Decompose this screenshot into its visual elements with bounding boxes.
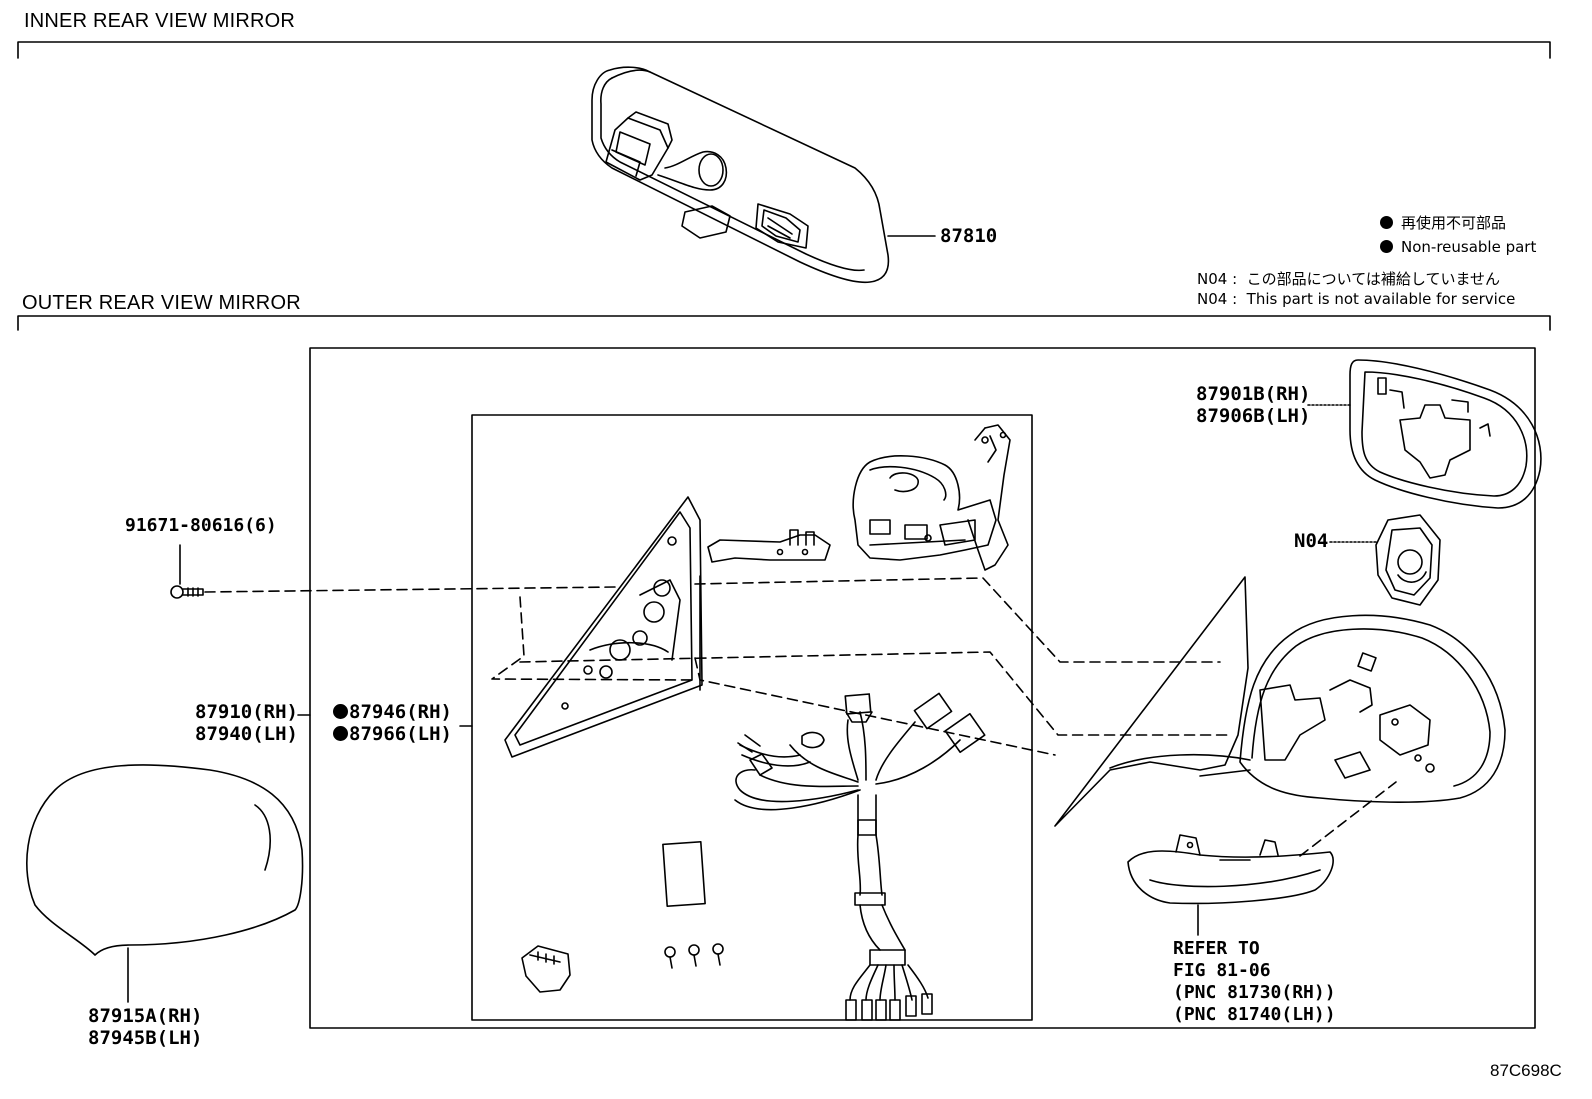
clip-connector-drawing: [521, 945, 571, 993]
part-label-glass-rh: 87901B(RH): [1196, 383, 1311, 405]
label-sheet-drawing: [662, 840, 706, 908]
outer-section-bracket: [17, 315, 1551, 331]
part-label-sub-assy-rh: 87946(RH): [333, 701, 452, 723]
screw-drawing: [170, 544, 204, 599]
screw-dash-line: [204, 586, 616, 593]
part-label-screw: 91671-80616(6): [125, 515, 277, 536]
small-screws-drawing: [664, 943, 724, 969]
inner-section-title: INNER REAR VIEW MIRROR: [24, 10, 296, 32]
turn-signal-lamp-drawing: [1127, 834, 1334, 936]
outer-section-title: OUTER REAR VIEW MIRROR: [22, 292, 301, 314]
inner-section-bracket: [17, 41, 1551, 59]
legend-n04-en: N04 : This part is not available for ser…: [1197, 290, 1516, 308]
part-label-cover-lh: 87945B(LH): [88, 1027, 203, 1049]
sub-assembly-box: [471, 414, 1033, 1021]
base-guide-line-3: [519, 651, 1231, 736]
figure-code: 87C698C: [1490, 1061, 1562, 1080]
base-guide-line-4: [694, 657, 1056, 756]
base-guide-line-2: [694, 577, 1221, 663]
legend-non-reusable-jp: 再使用不可部品: [1380, 212, 1506, 233]
part-label-87810: 87810: [940, 225, 998, 247]
legend-non-reusable-en: Non-reusable part: [1380, 238, 1536, 256]
refer-line-2: FIG 81-06: [1173, 960, 1271, 981]
mirror-housing-drawing: [1054, 576, 1506, 827]
wire-harness-drawing: [734, 692, 986, 1021]
inner-mirror-drawing: [591, 66, 890, 284]
bracket-strip-drawing: [707, 529, 831, 563]
mirror-base-drawing: [504, 496, 703, 758]
housing-dash-line: [1299, 781, 1397, 857]
refer-line-1: REFER TO: [1173, 938, 1260, 959]
part-label-mirror-assy-lh: 87940(LH): [195, 723, 298, 745]
mirror-cover-drawing: [26, 764, 304, 1003]
non-reusable-icon: [333, 704, 348, 719]
bullet-icon: [1380, 216, 1393, 229]
mirror-assembly-box: [309, 347, 1536, 1029]
part-label-n04: N04: [1294, 530, 1329, 552]
part-label-cover-rh: 87915A(RH): [88, 1005, 203, 1027]
non-reusable-icon: [333, 726, 348, 741]
motor-assembly-drawing: [852, 424, 1011, 571]
part-label-sub-assy-lh: 87966(LH): [333, 723, 452, 745]
legend-n04-jp: N04 : この部品については補給していません: [1197, 270, 1501, 288]
refer-line-4: (PNC 81740(LH)): [1173, 1004, 1336, 1025]
refer-line-3: (PNC 81730(RH)): [1173, 982, 1336, 1003]
base-guide-line-1: [491, 596, 696, 681]
part-label-glass-lh: 87906B(LH): [1196, 405, 1311, 427]
part-label-mirror-assy-rh: 87910(RH): [195, 701, 298, 723]
bullet-icon: [1380, 240, 1393, 253]
mirror-glass-drawing: [1307, 359, 1542, 509]
n04-actuator-drawing: [1329, 514, 1441, 606]
